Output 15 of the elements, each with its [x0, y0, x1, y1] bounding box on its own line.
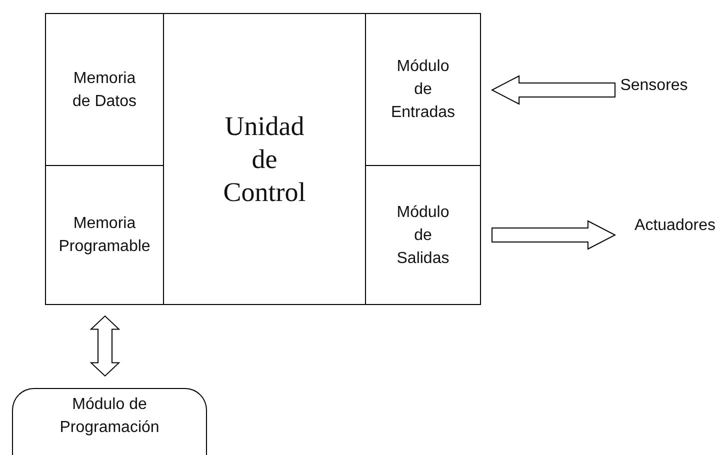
- module-label: Módulo de Salidas: [396, 202, 450, 268]
- block-arrow: [492, 220, 616, 250]
- plc-frame: [45, 13, 481, 305]
- unit-label: Unidad de Control: [222, 110, 307, 208]
- memory-box: [46, 14, 164, 166]
- module-label: Módulo de Programación: [58, 395, 160, 438]
- block-arrow: [90, 315, 120, 377]
- module-label: Memoria Programable: [58, 214, 152, 257]
- module-label: Memoria de Datos: [71, 68, 138, 112]
- io-label: Actuadores: [634, 216, 716, 236]
- block-arrow: [490, 75, 616, 105]
- module-label: Módulo de Entradas: [390, 57, 456, 123]
- programming-module-box: [12, 388, 207, 455]
- input-module-box: [365, 14, 480, 166]
- io-label: Sensores: [620, 76, 688, 96]
